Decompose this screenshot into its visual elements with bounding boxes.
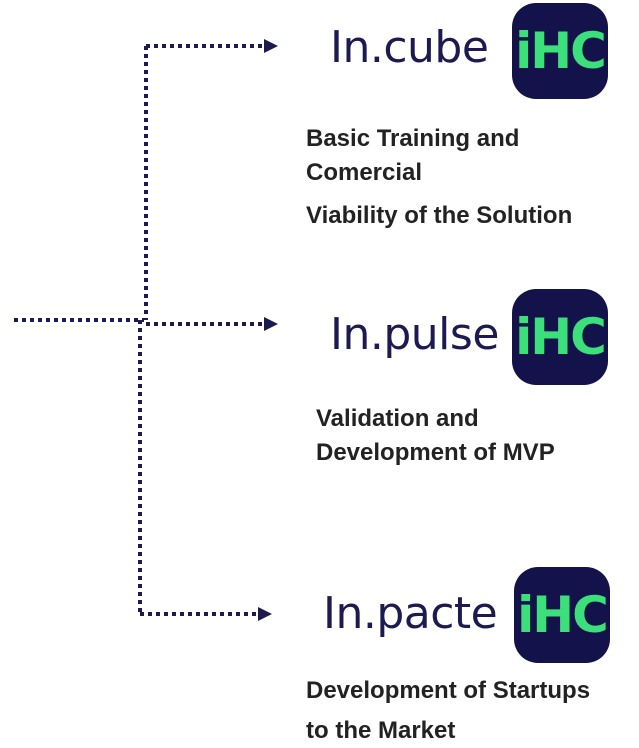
program-description-inpacte: Development of Startups to the Market: [306, 674, 590, 748]
program-name-incube: In.cube: [330, 22, 489, 73]
logo-text: iHC: [515, 308, 607, 366]
description-line: Development of MVP: [316, 439, 555, 466]
program-name-inpacte: In.pacte: [323, 588, 498, 639]
description-line: Comercial: [306, 159, 423, 186]
program-name-inpulse: In.pulse: [330, 309, 499, 360]
ihc-logo-icon: iHC: [512, 3, 608, 99]
description-line: Basic Training and: [306, 125, 520, 152]
program-description-inpulse: Validation and Development of MVP: [316, 402, 555, 470]
program-description-incube: Basic Training and Comercial Viability o…: [306, 122, 572, 233]
description-line: Validation and: [316, 405, 479, 432]
description-line: Development of Startups: [306, 677, 591, 704]
ihc-logo-icon: iHC: [512, 289, 608, 385]
arrowhead-inpacte: [258, 607, 272, 621]
arrowhead-inpulse: [264, 317, 278, 331]
logo-text: iHC: [517, 586, 609, 644]
ihc-logo-icon: iHC: [514, 567, 610, 663]
logo-text: iHC: [515, 22, 607, 80]
description-line: Viability of the Solution: [306, 202, 573, 229]
arrowhead-incube: [264, 39, 278, 53]
description-line: to the Market: [306, 717, 456, 744]
